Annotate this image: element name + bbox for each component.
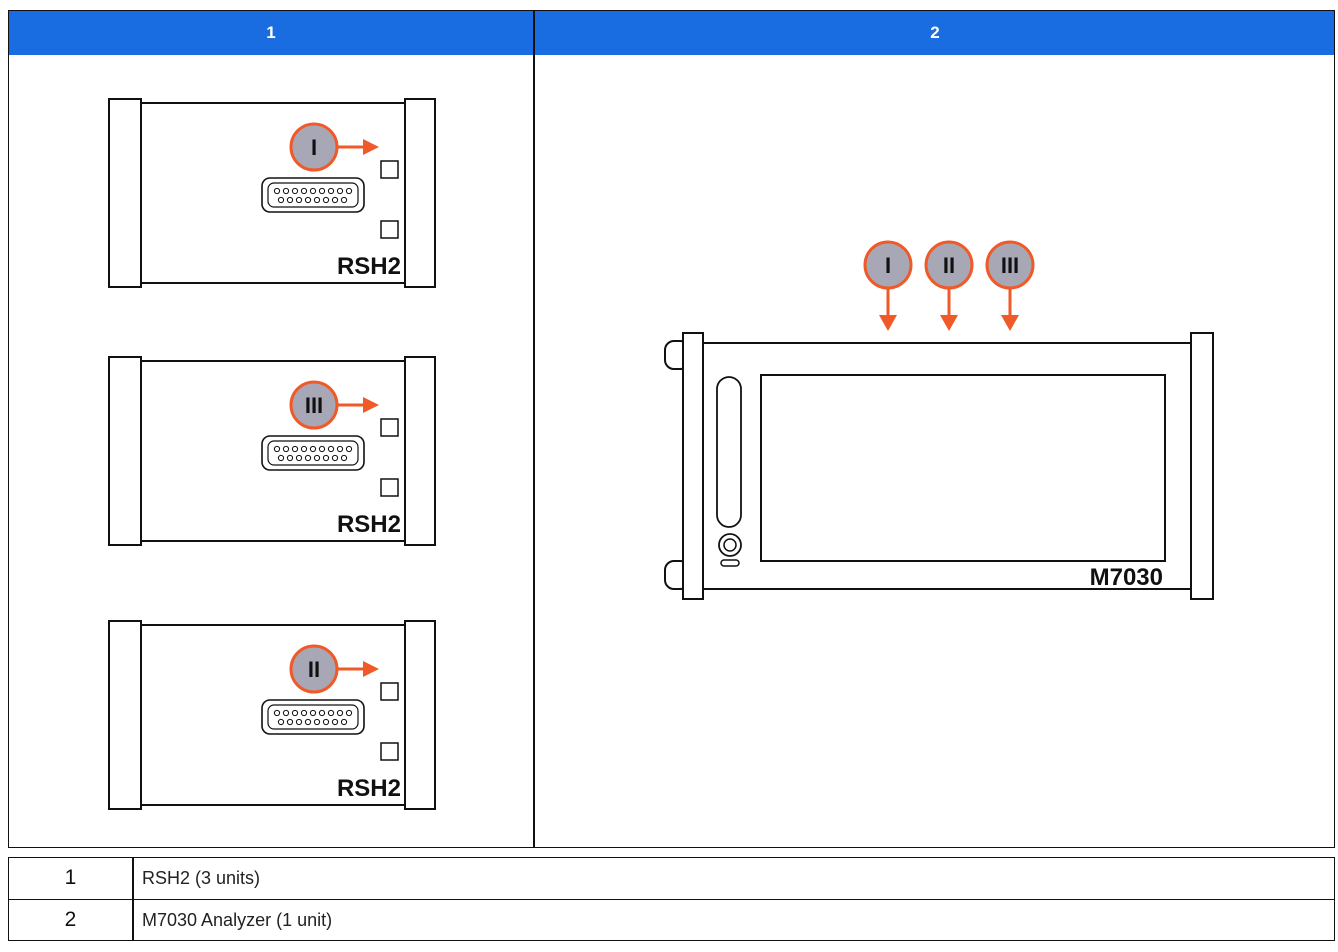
header-cell-2: 2 (930, 23, 940, 42)
legend-text: RSH2 (3 units) (142, 868, 261, 888)
rsh2-label-1: RSH2 (337, 253, 401, 280)
analyzer-marker-group-1: I (863, 240, 913, 331)
rsh2-marker-1: I (311, 135, 317, 160)
legend-number: 2 (64, 908, 77, 931)
analyzer-marker-3: III (1001, 253, 1019, 278)
column-divider (533, 11, 535, 847)
analyzer-column: M7030 I II III (664, 240, 1214, 600)
header-cell-1: 1 (266, 23, 276, 42)
legend-row: 1 RSH2 (3 units) (9, 858, 1334, 898)
rsh2-unit-3: II RSH2 (107, 619, 437, 811)
rsh2-unit-2: III RSH2 (107, 355, 437, 547)
analyzer-label: M7030 (1090, 564, 1163, 591)
analyzer-marker-1: I (885, 253, 891, 278)
analyzer-marker-group-3: III (985, 240, 1035, 331)
analyzer-device (664, 332, 1214, 600)
table-header: 1 2 (9, 11, 1334, 55)
rsh2-column: I RSH2 III RSH2 II RSH2 (107, 97, 437, 811)
legend-row: 2 M7030 Analyzer (1 unit) (9, 899, 1334, 940)
legend-divider (132, 858, 134, 940)
rsh2-marker-2: III (305, 393, 323, 418)
legend-text: M7030 Analyzer (1 unit) (142, 910, 333, 930)
rsh2-marker-3: II (308, 657, 320, 682)
rsh2-label-3: RSH2 (337, 775, 401, 802)
analyzer-marker-group-2: II (924, 240, 974, 331)
rsh2-label-2: RSH2 (337, 511, 401, 538)
diagram-table: 1 2 (8, 10, 1335, 848)
legend-number: 1 (64, 866, 77, 889)
analyzer-marker-2: II (943, 253, 955, 278)
rsh2-unit-1: I RSH2 (107, 97, 437, 289)
legend-table: 1 RSH2 (3 units) 2 M7030 Analyzer (1 uni… (8, 857, 1335, 941)
